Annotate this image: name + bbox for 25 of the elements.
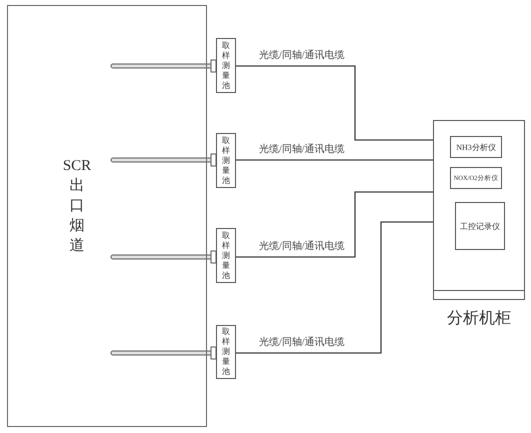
- node-label: 取样测量池: [222, 327, 230, 377]
- edge-label: 光缆/同轴/通讯电缆: [258, 241, 346, 253]
- node-label: SCR出口烟道: [62, 157, 92, 256]
- cabinet-box: [433, 120, 525, 300]
- cell-box: [216, 133, 236, 188]
- instrument-box: [455, 202, 505, 250]
- edge-label: 光缆/同轴/通讯电缆: [258, 50, 346, 62]
- cable-line: [236, 221, 433, 354]
- cable-line: [236, 65, 433, 141]
- cable-line: [236, 159, 433, 161]
- cell-box: [216, 38, 236, 93]
- cell-box: [216, 228, 236, 283]
- edge-label: 光缆/同轴/通讯电缆: [258, 144, 346, 156]
- flue-duct-box: [7, 5, 207, 427]
- node-label: 取样测量池: [222, 136, 230, 186]
- cable-line: [236, 191, 433, 258]
- cell-box: [216, 325, 236, 379]
- node-label: NH3分析仪: [456, 142, 496, 152]
- node-label: 取样测量池: [222, 230, 230, 280]
- node-label: 取样测量池: [222, 40, 230, 90]
- instrument-box: [450, 136, 502, 158]
- node-label: 工控记录仪: [460, 220, 500, 232]
- edge-label: 光缆/同轴/通讯电缆: [258, 337, 346, 349]
- cabinet-caption: 分析机柜: [446, 309, 512, 329]
- instrument-box: [450, 167, 502, 189]
